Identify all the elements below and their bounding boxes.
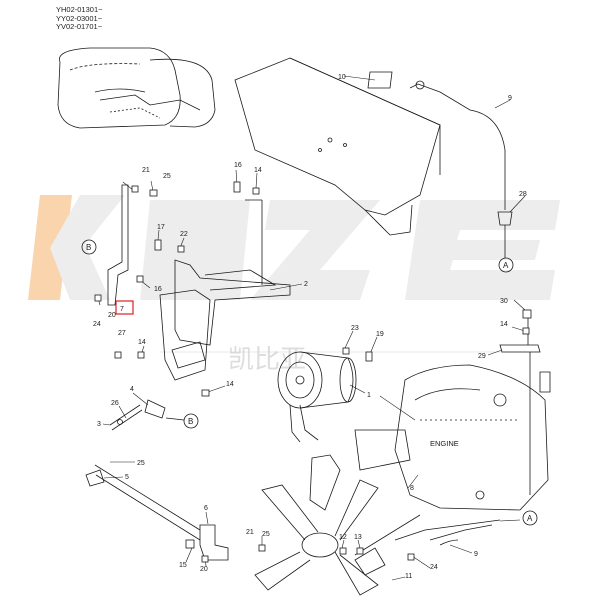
callout-8: 8	[410, 485, 414, 492]
callout-24: 24	[430, 564, 438, 571]
throttle-cable-lower	[354, 514, 501, 576]
callout-25: 25	[163, 173, 171, 180]
callout-30: 30	[500, 298, 508, 305]
ref-b-label: B	[86, 243, 91, 252]
fastener-glyphs	[94, 181, 532, 563]
callout-12: 12	[339, 534, 347, 541]
floor-plate-drawing	[234, 57, 441, 236]
throttle-cable-upper	[409, 80, 513, 258]
callout-14: 14	[138, 339, 146, 346]
callout-25: 25	[262, 531, 270, 538]
highlight-box-item-7	[115, 300, 134, 315]
callout-21: 21	[246, 529, 254, 536]
callout-20: 20	[200, 566, 208, 573]
linkage-rod-drawing	[85, 399, 166, 487]
callout-29: 29	[478, 353, 486, 360]
callout-4: 4	[130, 386, 134, 393]
callout-14: 14	[254, 167, 262, 174]
ref-b-label: B	[188, 417, 193, 426]
callout-19: 19	[376, 331, 384, 338]
callout-13: 13	[354, 534, 362, 541]
callout-20: 20	[108, 312, 116, 319]
callout-28: 28	[519, 191, 527, 198]
bracket-2-drawing	[159, 199, 291, 381]
callout-7-highlighted: 7	[120, 306, 124, 313]
callout-16: 16	[234, 162, 242, 169]
callout-11: 11	[405, 573, 412, 580]
callout-21: 21	[142, 167, 150, 174]
ref-circle-a	[498, 257, 514, 273]
callout-14: 14	[226, 381, 234, 388]
callout-9: 9	[508, 95, 512, 102]
pulley-drawing	[277, 351, 357, 443]
fan-drawing	[254, 479, 379, 596]
callout-26: 26	[111, 400, 119, 407]
callout-23: 23	[351, 325, 359, 332]
callout-2: 2	[304, 281, 308, 288]
callout-16: 16	[154, 286, 162, 293]
model-code: YH02-01301~	[56, 5, 103, 14]
callout-6: 6	[204, 505, 208, 512]
callout-1: 1	[367, 392, 371, 399]
bracket-lower-drawing	[94, 464, 229, 561]
callout-15: 15	[179, 562, 187, 569]
seat-drawing	[57, 47, 216, 129]
callout-5: 5	[125, 474, 129, 481]
ref-circle-b	[81, 239, 97, 255]
ref-markers	[81, 239, 538, 526]
watermark-cjk: 凯比亚	[228, 345, 306, 375]
callout-17: 17	[157, 224, 165, 231]
watermark-letters	[28, 195, 560, 300]
callout-25: 25	[137, 460, 145, 467]
model-codes: YH02-01301~ YY02-03001~ YV02-01701~	[56, 5, 103, 32]
callout-22: 22	[180, 231, 188, 238]
callout-9: 9	[474, 551, 478, 558]
ref-circle-b	[183, 413, 199, 429]
ref-circle-a	[522, 510, 538, 526]
engine-drawing	[309, 364, 549, 511]
model-code: YV02-01701~	[56, 22, 103, 32]
callout-14: 14	[500, 321, 508, 328]
ref-a-label: A	[503, 261, 509, 270]
callout-27: 27	[118, 330, 126, 337]
ref-a-label: A	[527, 514, 533, 523]
callout-24: 24	[93, 321, 101, 328]
callout-10: 10	[338, 74, 346, 81]
callout-3: 3	[97, 421, 101, 428]
model-code: YY02-03001~	[56, 13, 103, 23]
bracket-left-drawing	[107, 184, 129, 306]
engine-label: ENGINE	[430, 439, 459, 448]
